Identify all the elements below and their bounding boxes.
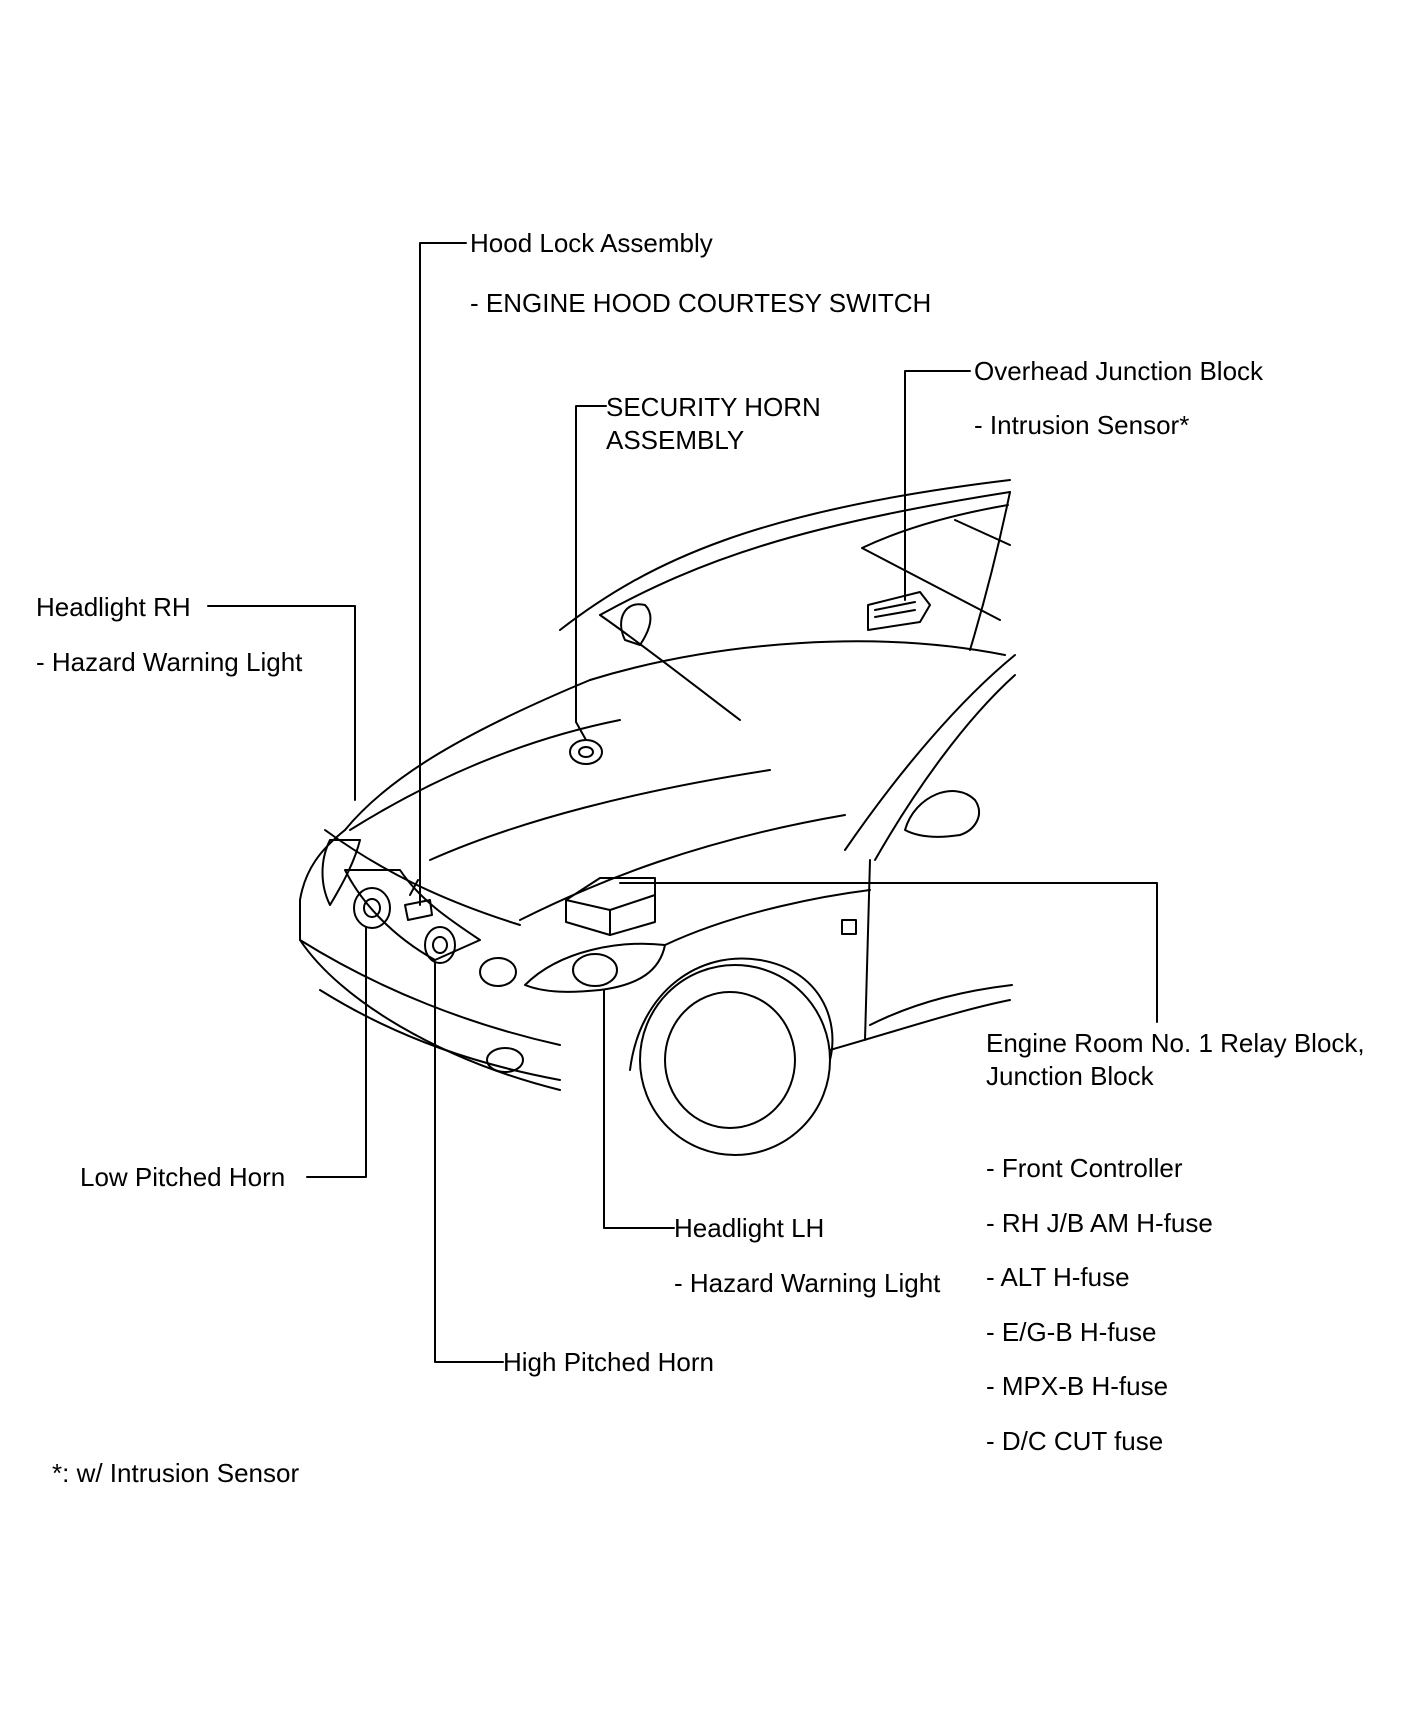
label-engine-room-relay-block: Engine Room No. 1 Relay Block,: [986, 1028, 1365, 1058]
left-headlamp-rh: [321, 839, 361, 906]
engine-room-item-eg-b: - E/G-B H-fuse: [986, 1317, 1157, 1347]
engine-room-item-rh-jb-am: - RH J/B AM H-fuse: [986, 1208, 1213, 1238]
windshield-base: [589, 640, 1006, 681]
footnote-intrusion-sensor: *: w/ Intrusion Sensor: [52, 1458, 300, 1488]
label-security-horn-line2: ASSEMBLY: [606, 425, 745, 455]
side-vent: [841, 919, 857, 935]
leader-headlight-rh: [207, 605, 356, 801]
overhead-junction-block-part: [867, 591, 931, 631]
fog-lamp: [486, 1047, 524, 1073]
roof-line-inner: [599, 491, 1011, 616]
leader-hood-lock: [419, 242, 467, 906]
sunroof-outline: [861, 504, 1011, 621]
front-face: [299, 829, 561, 1091]
leader-overhead-jb: [904, 370, 971, 601]
windshield-left-pillar: [599, 614, 741, 721]
label-high-pitched-horn: High Pitched Horn: [503, 1347, 714, 1377]
hood-outline-front: [324, 829, 521, 926]
hood-leading-edge: [344, 679, 591, 831]
engine-room-item-alt: - ALT H-fuse: [986, 1262, 1130, 1292]
bumper-line-lower: [319, 989, 561, 1081]
door-front-line: [864, 859, 871, 1041]
bumper-line-upper: [299, 939, 561, 1046]
label-headlight-rh-hazard: - Hazard Warning Light: [36, 647, 303, 677]
hood-crease-left: [349, 719, 621, 831]
a-pillar-right-inner: [874, 674, 1016, 861]
mirror-right: [904, 790, 980, 838]
label-headlight-lh: Headlight LH: [674, 1213, 825, 1243]
headlight-lh-shape: [524, 942, 666, 993]
grille-outline: [344, 869, 481, 961]
leader-security-horn: [575, 405, 607, 723]
label-low-pitched-horn: Low Pitched Horn: [80, 1162, 286, 1192]
fender-line: [664, 889, 871, 946]
car-illustration: [299, 479, 1016, 1156]
label-intrusion-sensor: - Intrusion Sensor*: [974, 410, 1190, 440]
a-pillar-right: [844, 654, 1016, 851]
low-horn-part: [353, 887, 391, 929]
security-horn-part: [569, 721, 603, 765]
wheel-arch: [629, 957, 834, 1071]
label-hood-lock-assembly: Hood Lock Assembly: [470, 228, 713, 258]
headlight-lh-lens: [572, 953, 618, 987]
turn-signal: [479, 957, 517, 987]
engine-room-item-mpx-b: - MPX-B H-fuse: [986, 1371, 1169, 1401]
label-security-horn-line1: SECURITY HORN: [606, 392, 821, 422]
hood-crease-right: [519, 814, 846, 921]
windshield-right-pillar: [969, 491, 1011, 651]
label-junction-block: Junction Block: [986, 1061, 1154, 1091]
side-sill: [829, 999, 1011, 1051]
leader-headlight-lh: [603, 989, 675, 1229]
label-overhead-junction-block: Overhead Junction Block: [974, 356, 1264, 386]
label-headlight-rh: Headlight RH: [36, 592, 191, 622]
engine-room-item-front-controller: - Front Controller: [986, 1153, 1183, 1183]
engine-room-item-dc-cut: - D/C CUT fuse: [986, 1426, 1164, 1456]
mirror-left: [620, 603, 652, 646]
side-character-line: [869, 984, 1013, 1026]
leader-low-horn: [306, 927, 367, 1178]
hood-center-line: [429, 769, 771, 861]
front-wheel-outer: [639, 964, 831, 1156]
relay-block-part: [565, 877, 656, 936]
leader-relay-block: [619, 882, 1158, 1023]
label-engine-hood-courtesy-switch: - ENGINE HOOD COURTESY SWITCH: [470, 288, 932, 318]
leader-lines: [207, 242, 1158, 1363]
hood-lock-part: [404, 879, 433, 921]
leader-high-horn: [434, 961, 504, 1363]
front-wheel-inner: [664, 991, 796, 1129]
label-headlight-lh-hazard: - Hazard Warning Light: [674, 1268, 941, 1298]
roof-line: [559, 479, 1011, 631]
high-horn-part: [424, 926, 456, 964]
